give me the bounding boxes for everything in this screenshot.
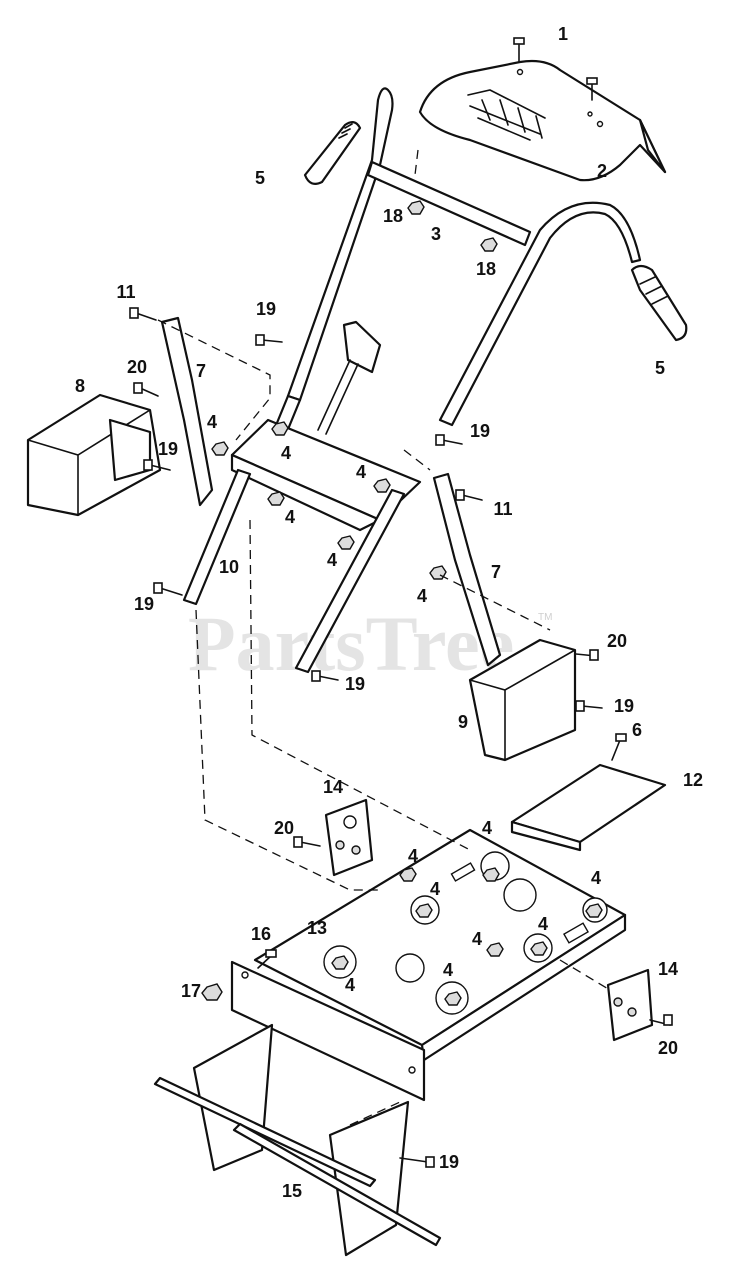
callout-c4j: 4 xyxy=(591,868,601,888)
callout-c4f: 4 xyxy=(417,586,427,606)
callout-c15: 15 xyxy=(282,1181,302,1201)
callout-c19d: 19 xyxy=(134,594,154,614)
part-14-right-plate xyxy=(606,968,654,1042)
callout-c20c: 20 xyxy=(274,818,294,838)
callout-c19c: 19 xyxy=(470,421,490,441)
part-7-left-bracket xyxy=(160,316,214,507)
callout-c16: 16 xyxy=(251,924,271,944)
part-1-screws xyxy=(513,37,598,101)
part-10-link-arms xyxy=(182,468,406,674)
callout-c4g: 4 xyxy=(482,818,492,838)
part-5-right-grip xyxy=(630,264,688,342)
callout-c20d: 20 xyxy=(658,1038,678,1058)
callout-c4e: 4 xyxy=(327,550,337,570)
parts-tree-watermark: PartsTree xyxy=(188,600,514,687)
part-2-top-panel xyxy=(418,59,667,182)
callout-c19a: 19 xyxy=(256,299,276,319)
callout-c4l: 4 xyxy=(472,929,482,949)
callout-c20a: 20 xyxy=(127,357,147,377)
callout-labels: 1235518181111191919191919192020202077844… xyxy=(75,24,703,1201)
callout-c8: 8 xyxy=(75,376,85,396)
callout-c4i: 4 xyxy=(430,879,440,899)
callout-c5a: 5 xyxy=(255,168,265,188)
callout-c14b: 14 xyxy=(658,959,678,979)
callout-c18a: 18 xyxy=(383,206,403,226)
callout-c4c: 4 xyxy=(356,462,366,482)
callout-c3: 3 xyxy=(431,224,441,244)
part-17-nut xyxy=(201,983,223,1001)
chassis-base xyxy=(230,828,627,1102)
part-14-left-plate xyxy=(324,798,374,877)
part-15-axle-assembly xyxy=(153,1023,442,1257)
callout-c2: 2 xyxy=(597,161,607,181)
part-9-right-housing xyxy=(468,638,577,762)
part-3-cross-bar xyxy=(366,160,532,247)
part-18-nuts xyxy=(407,200,498,252)
part-4-nuts xyxy=(211,421,603,1006)
callout-c7a: 7 xyxy=(196,361,206,381)
part-8-left-housing xyxy=(26,393,162,517)
callout-c19g: 19 xyxy=(439,1152,459,1172)
center-mount-plate xyxy=(230,418,422,532)
callout-c4k: 4 xyxy=(538,914,548,934)
callout-c4b: 4 xyxy=(281,443,291,463)
callout-c4d: 4 xyxy=(285,507,295,527)
callout-c20b: 20 xyxy=(607,631,627,651)
callout-c5b: 5 xyxy=(655,358,665,378)
assorted-bolts xyxy=(129,307,673,1168)
callout-c19b: 19 xyxy=(158,439,178,459)
part-16-bolt xyxy=(257,949,277,969)
callout-c11a: 11 xyxy=(116,282,135,302)
callout-c4n: 4 xyxy=(443,960,453,980)
watermark-trademark: TM xyxy=(538,612,552,623)
handle-bar-right xyxy=(438,201,642,427)
callout-c4a: 4 xyxy=(207,412,217,432)
callout-c19e: 19 xyxy=(345,674,365,694)
callout-c7b: 7 xyxy=(491,562,501,582)
callout-c13: 13 xyxy=(307,918,327,938)
callout-c18b: 18 xyxy=(476,259,496,279)
part-5-left-grip xyxy=(303,121,362,185)
callout-c17: 17 xyxy=(181,981,201,1001)
callout-c14a: 14 xyxy=(323,777,343,797)
callout-c6: 6 xyxy=(632,720,642,740)
callout-c11b: 11 xyxy=(493,499,512,519)
part-7-right-bracket xyxy=(432,472,502,667)
callout-c4h: 4 xyxy=(408,846,418,866)
part-12-plate xyxy=(510,763,667,852)
callout-c19f: 19 xyxy=(614,696,634,716)
control-lever xyxy=(317,320,382,435)
callout-c9: 9 xyxy=(458,712,468,732)
alignment-lines xyxy=(157,149,611,1126)
callout-c10: 10 xyxy=(219,557,239,577)
callout-c1: 1 xyxy=(558,24,568,44)
callout-c4m: 4 xyxy=(345,975,355,995)
callout-c12: 12 xyxy=(683,770,703,790)
